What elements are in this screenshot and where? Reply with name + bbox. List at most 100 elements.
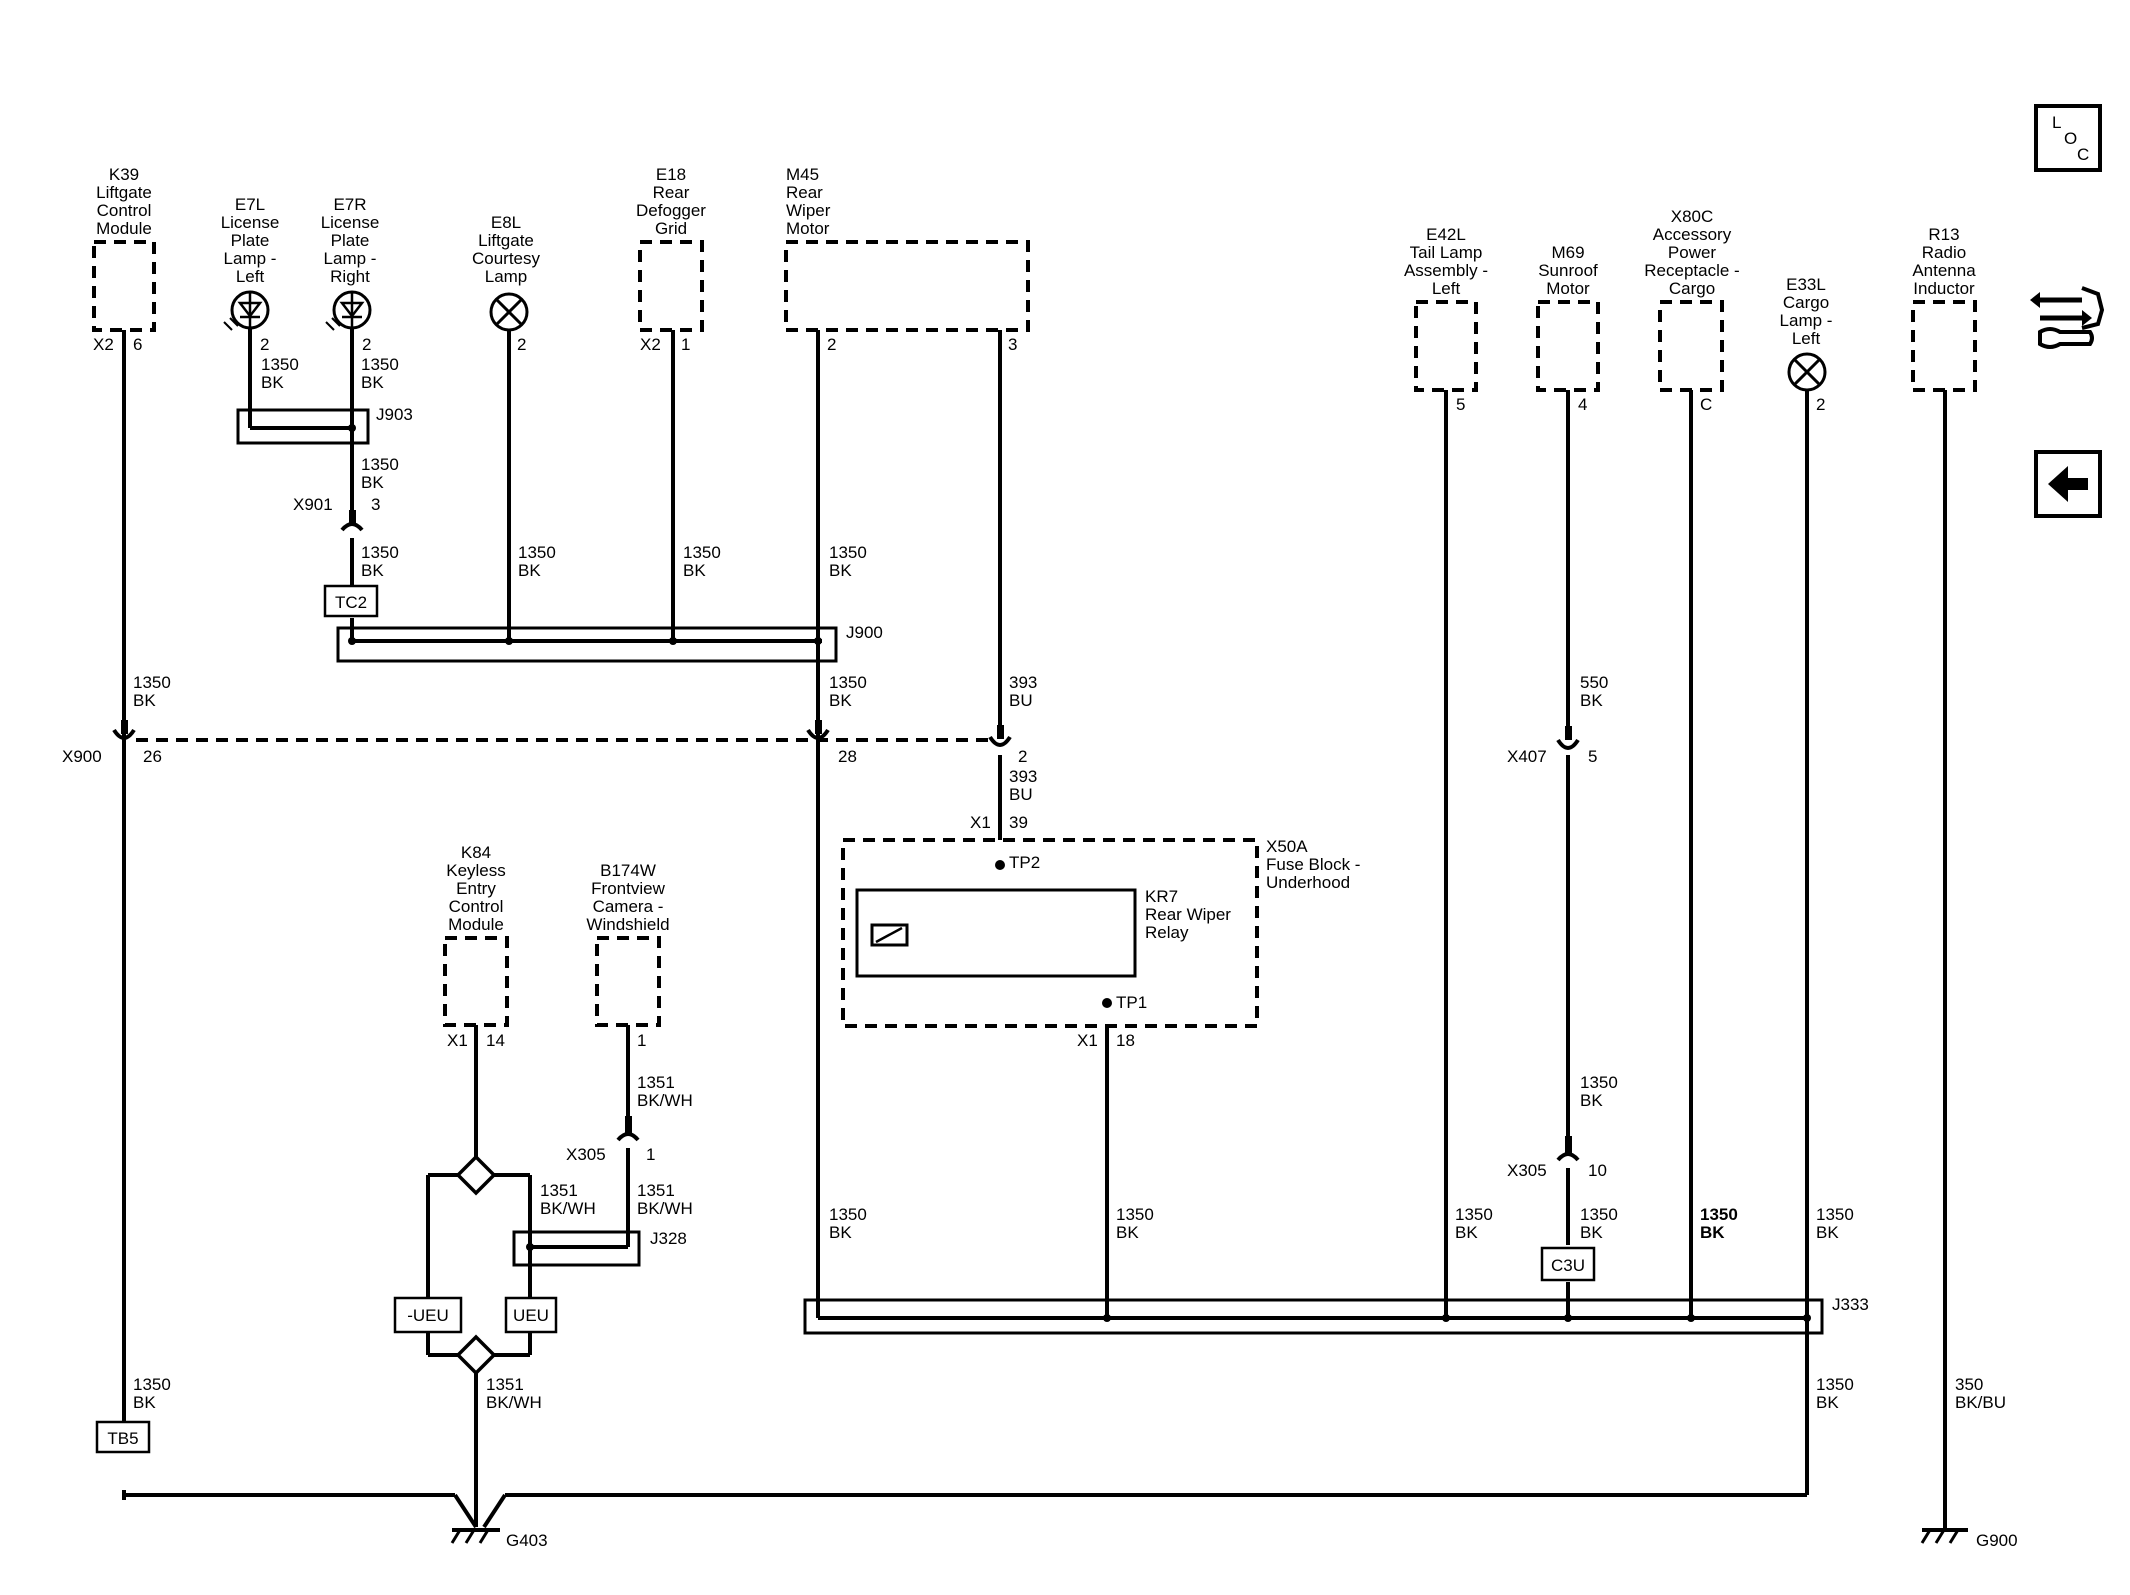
svg-text:TP1: TP1 xyxy=(1116,993,1147,1012)
j328-splice xyxy=(512,1230,641,1267)
svg-text:G403: G403 xyxy=(506,1531,548,1550)
ground-icon xyxy=(1920,1528,1968,1544)
svg-text:C: C xyxy=(2077,145,2089,164)
back-button[interactable] xyxy=(2034,450,2102,518)
svg-text:2: 2 xyxy=(362,335,371,354)
svg-text:1: 1 xyxy=(646,1145,655,1164)
splice-diamonds xyxy=(455,1154,497,1376)
svg-text:X1: X1 xyxy=(1077,1031,1098,1050)
svg-text:-UEU: -UEU xyxy=(407,1306,449,1325)
svg-text:2: 2 xyxy=(517,335,526,354)
e18-grid xyxy=(638,240,704,332)
x900-connector-icon xyxy=(988,735,1012,747)
x80c-receptacle xyxy=(1658,300,1724,392)
connector-swap-button[interactable] xyxy=(2030,286,2105,349)
ground-icon xyxy=(450,1528,500,1544)
x407-connector-icon xyxy=(1556,738,1580,750)
svg-text:TC2: TC2 xyxy=(335,593,367,612)
connector-swap-icon[interactable] xyxy=(2030,286,2105,349)
svg-text:X2: X2 xyxy=(640,335,661,354)
terminal-boxes xyxy=(95,584,1596,1454)
wires xyxy=(122,328,1947,1530)
bulb-lamp-icon xyxy=(1787,352,1827,392)
m45-motor xyxy=(784,240,1030,332)
svg-text:2: 2 xyxy=(1018,747,1027,766)
svg-text:X305: X305 xyxy=(566,1145,606,1164)
svg-text:3: 3 xyxy=(371,495,380,514)
svg-text:5: 5 xyxy=(1588,747,1597,766)
x50a-fuse-block xyxy=(841,838,1259,1028)
svg-text:J328: J328 xyxy=(650,1229,687,1248)
lamps xyxy=(223,290,1827,392)
svg-text:26: 26 xyxy=(143,747,162,766)
c3u-box xyxy=(1540,1246,1596,1282)
k84-module xyxy=(443,936,509,1027)
ueu-box xyxy=(504,1296,558,1334)
splice-diamond-icon xyxy=(455,1154,497,1196)
splice-diamond-icon xyxy=(455,1334,497,1376)
ueu-neg-box xyxy=(393,1296,463,1334)
svg-text:X2: X2 xyxy=(93,335,114,354)
inline-connectors xyxy=(112,510,1580,1162)
b174w-camera xyxy=(595,936,661,1027)
tb5-box xyxy=(95,1420,151,1454)
svg-text:J333: J333 xyxy=(1832,1295,1869,1314)
splice-packs xyxy=(236,408,1824,1335)
led-lamp-icon xyxy=(223,290,270,331)
m69-sunroof-motor xyxy=(1536,300,1600,392)
svg-text:X305: X305 xyxy=(1507,1161,1547,1180)
svg-text:L: L xyxy=(2052,113,2061,132)
svg-text:10: 10 xyxy=(1588,1161,1607,1180)
svg-text:1: 1 xyxy=(681,335,690,354)
junction-dots xyxy=(348,424,1811,1322)
loc-icon[interactable] xyxy=(2034,104,2102,172)
x305-connector-icon xyxy=(616,1132,640,1142)
svg-text:18: 18 xyxy=(1116,1031,1135,1050)
svg-text:X900: X900 xyxy=(62,747,102,766)
svg-text:4: 4 xyxy=(1578,395,1587,414)
x305-connector-icon xyxy=(1556,1152,1580,1162)
loc-button[interactable]: L O C xyxy=(2034,104,2102,172)
j333-splice xyxy=(803,1298,1824,1335)
svg-text:C3U: C3U xyxy=(1551,1256,1585,1275)
tc2-box xyxy=(323,584,379,618)
svg-text:G900: G900 xyxy=(1976,1531,2018,1550)
svg-text:2: 2 xyxy=(1816,395,1825,414)
svg-text:X407: X407 xyxy=(1507,747,1547,766)
svg-text:UEU: UEU xyxy=(513,1306,549,1325)
bulb-lamp-icon xyxy=(489,292,529,332)
svg-text:2: 2 xyxy=(827,335,836,354)
svg-text:5: 5 xyxy=(1456,395,1465,414)
